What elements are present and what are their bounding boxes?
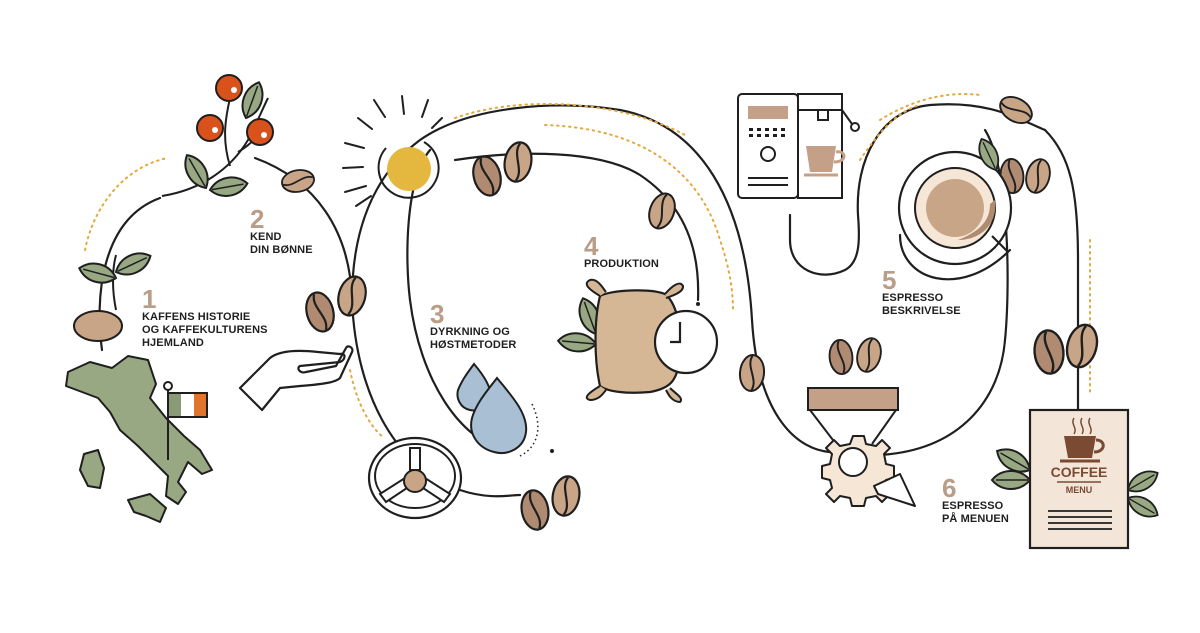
menu-card-subtitle: MENU xyxy=(1066,485,1093,495)
menu-card-icon: COFFEE MENU xyxy=(991,408,1163,550)
step-number: 4 xyxy=(584,231,599,261)
step-label-line: HØSTMETODER xyxy=(430,339,517,351)
step-number: 1 xyxy=(142,284,157,314)
coffee-plant-icon xyxy=(73,246,156,342)
grinder-hopper-icon xyxy=(807,387,916,507)
hand-icon xyxy=(238,345,354,412)
step-label-line: DYRKNING OG xyxy=(430,326,510,338)
step-label-line: KEND xyxy=(250,231,282,243)
italy-map-icon xyxy=(65,355,213,523)
step-number: 3 xyxy=(430,299,445,329)
sun-icon xyxy=(342,95,443,207)
coffee-cup-icon xyxy=(897,134,1013,266)
italy-flag-icon xyxy=(163,381,208,460)
step-1: 1 KAFFENS HISTORIE OG KAFFEKULTURENS HJE… xyxy=(142,284,268,350)
menu-card-title: COFFEE xyxy=(1051,464,1108,480)
step-label-line: ESPRESSO xyxy=(942,500,1004,512)
water-drops-icon xyxy=(456,362,554,457)
step-2: 2 KEND DIN BØNNE xyxy=(250,204,313,257)
step-label-line: OG KAFFEKULTURENS xyxy=(142,324,268,336)
grinder-icon xyxy=(367,436,463,520)
step-label-line: PRODUKTION xyxy=(584,258,659,270)
coffee-branch-icon xyxy=(161,74,274,200)
step-label-line: HJEMLAND xyxy=(142,337,204,349)
espresso-machine-icon xyxy=(737,93,860,199)
step-number: 2 xyxy=(250,204,265,234)
step-label-line: ESPRESSO xyxy=(882,292,944,304)
clock-icon xyxy=(653,302,719,375)
dotted-accents xyxy=(84,93,1091,439)
step-number: 6 xyxy=(942,473,957,503)
step-label-line: KAFFENS HISTORIE xyxy=(142,311,251,323)
step-6: 6 ESPRESSO PÅ MENUEN xyxy=(942,473,1009,526)
step-label-line: DIN BØNNE xyxy=(250,244,313,256)
step-label-line: PÅ MENUEN xyxy=(942,513,1009,525)
step-3: 3 DYRKNING OG HØSTMETODER xyxy=(430,299,517,352)
step-5: 5 ESPRESSO BESKRIVELSE xyxy=(882,265,961,318)
step-number: 5 xyxy=(882,265,897,295)
step-4: 4 PRODUKTION xyxy=(584,231,659,271)
step-label-line: BESKRIVELSE xyxy=(882,305,961,317)
coffee-sack-icon xyxy=(556,278,684,404)
